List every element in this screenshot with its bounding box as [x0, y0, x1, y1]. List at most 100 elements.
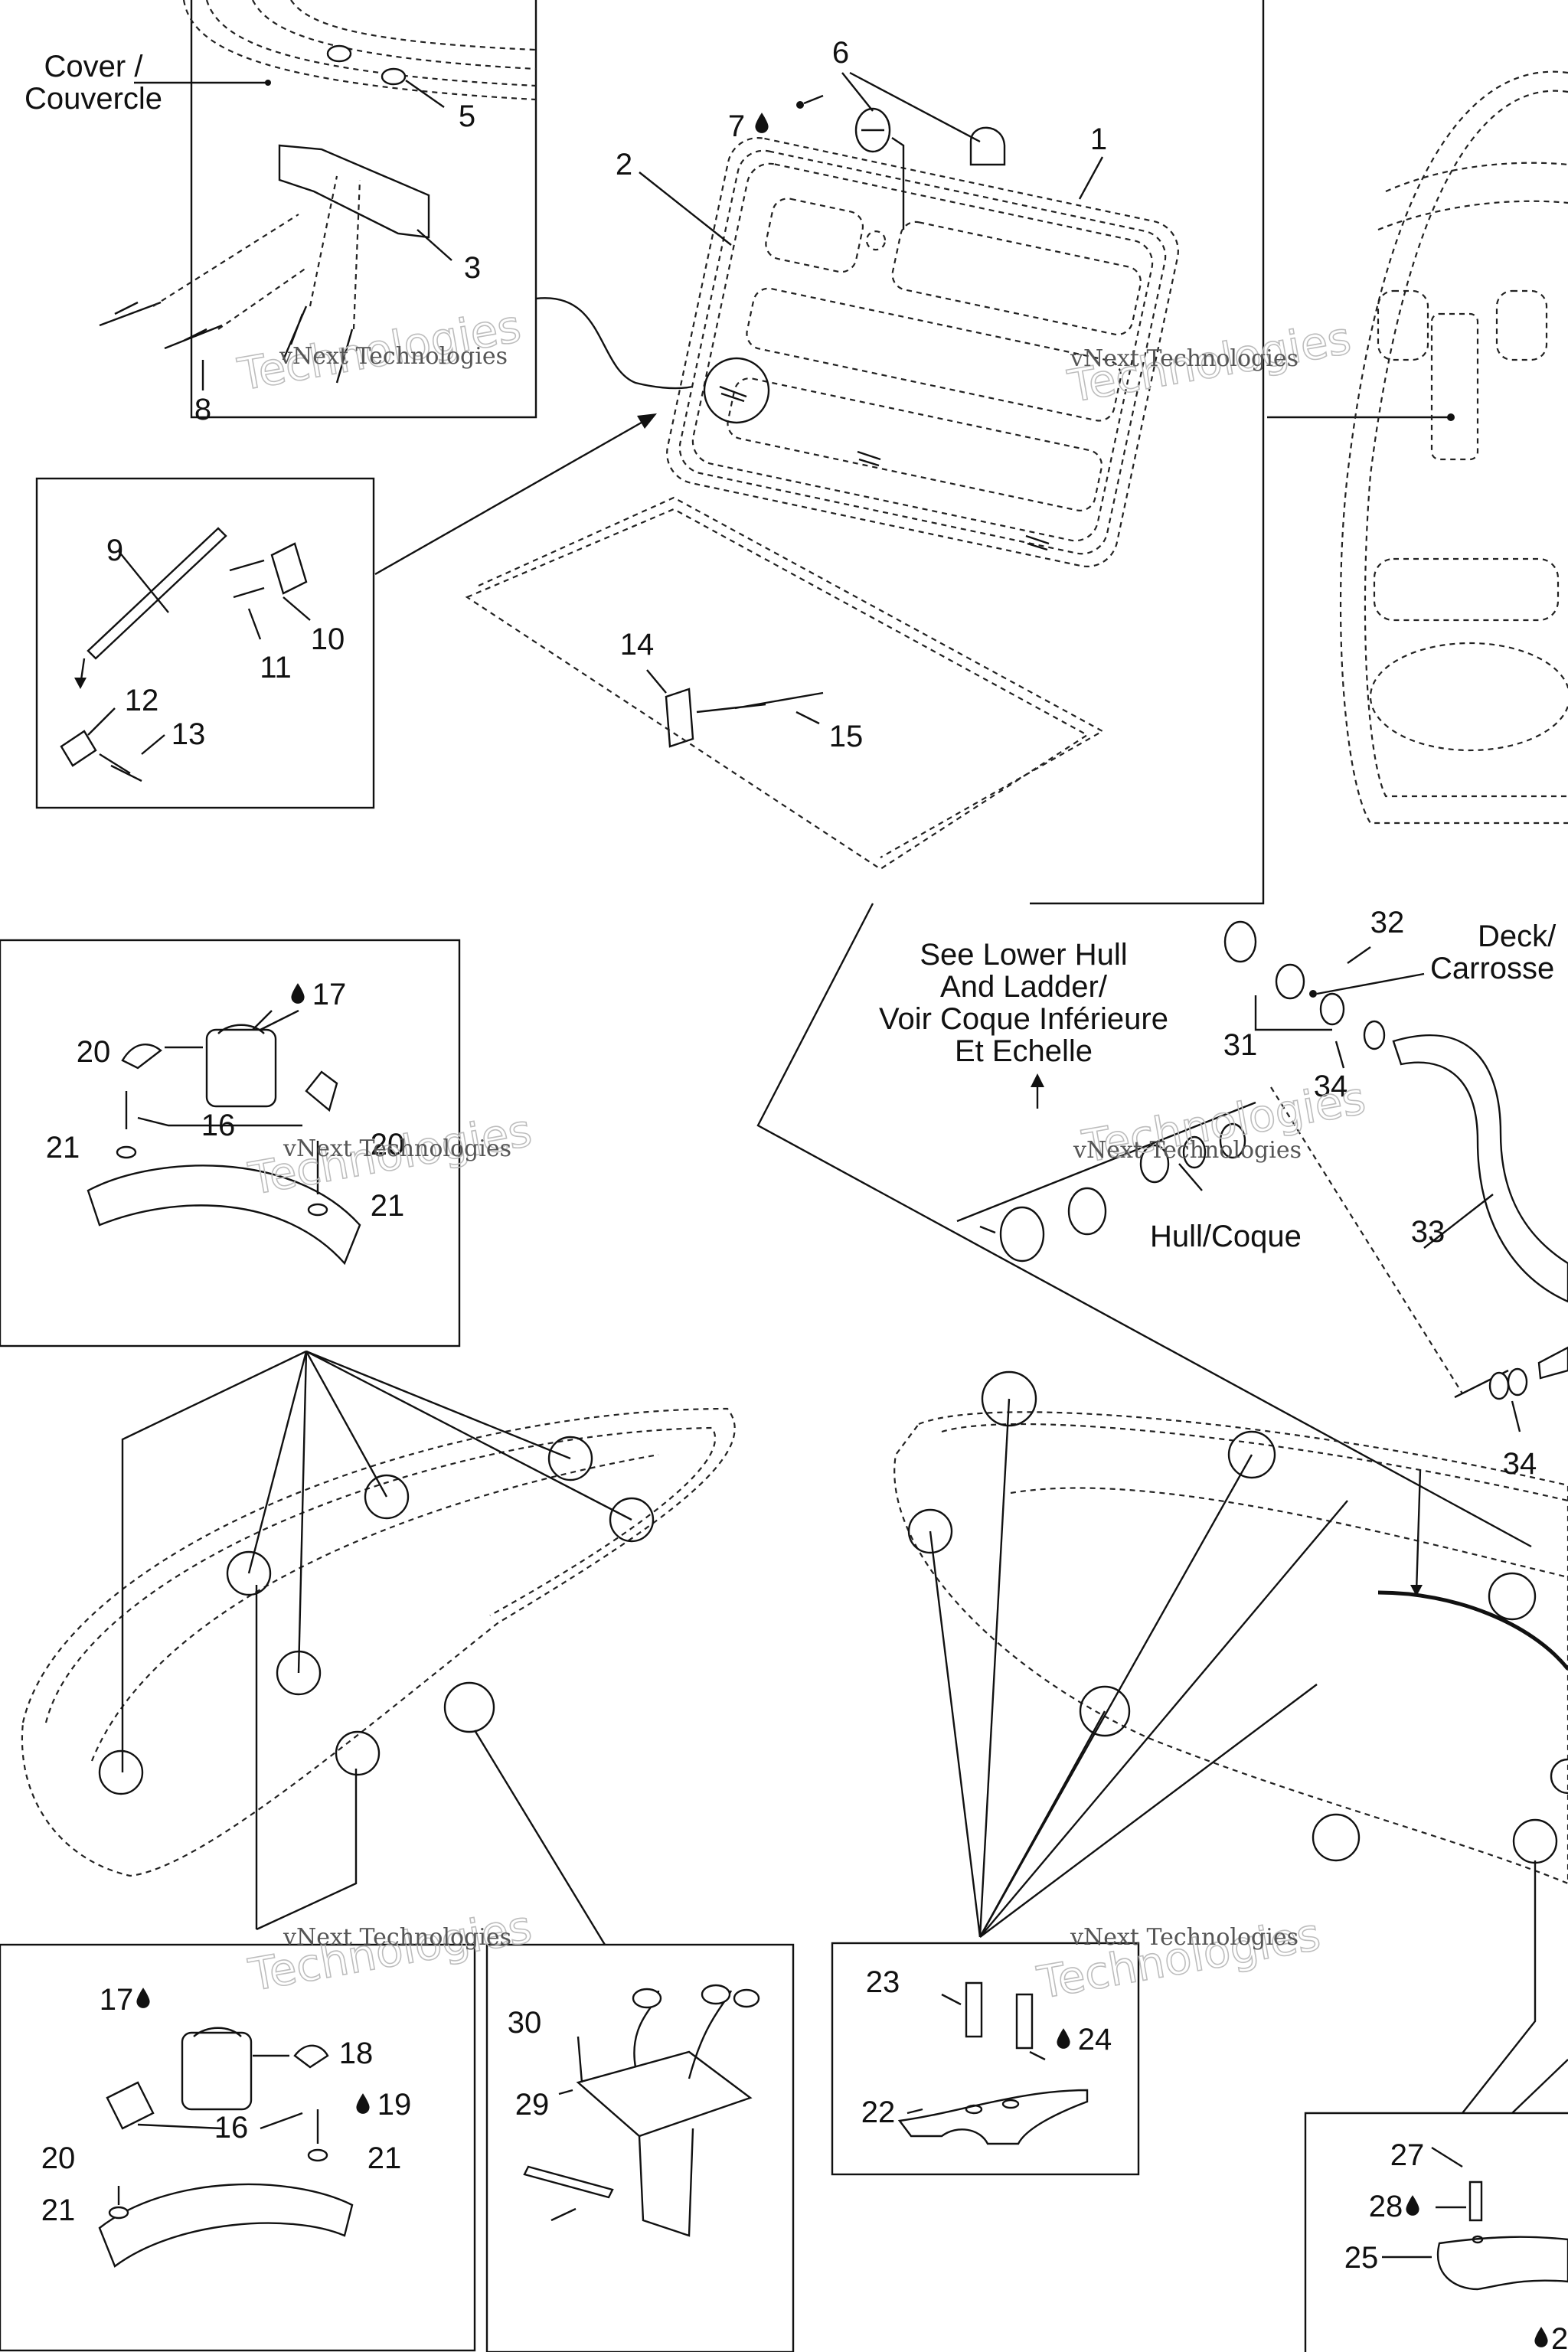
watermark-text: vNext Technologies: [1070, 345, 1298, 372]
watermark-text: vNext Technologies: [283, 1135, 511, 1162]
callout-19: 19: [377, 2088, 412, 2122]
carrosse-label: Carrosse: [1430, 952, 1554, 985]
callout-11: 11: [260, 651, 292, 684]
callout-7: 7: [728, 109, 745, 143]
watermarks: Technologies vNext Technologies Technolo…: [234, 299, 1370, 2010]
watermark-text: vNext Technologies: [1073, 1137, 1302, 1164]
liquid-drop-icon: [136, 1988, 150, 2008]
callout-29: 29: [515, 2088, 550, 2122]
callout-21: 21: [371, 1189, 405, 1223]
callout-21: 21: [368, 2141, 402, 2175]
hull-fittings: [756, 903, 1568, 1548]
washer-part: [326, 44, 352, 63]
liquid-drop-icon: [755, 113, 769, 133]
deck-label: Deck/: [1478, 920, 1557, 953]
step-plate-part: [1437, 2236, 1568, 2291]
liquid-drop-icon: [291, 983, 305, 1004]
hose-part: [1392, 1034, 1568, 1303]
callout-31: 31: [1223, 1028, 1258, 1062]
callout-33: 33: [1411, 1215, 1446, 1249]
liquid-drop-icon: [356, 2093, 370, 2114]
callout-21: 21: [41, 2194, 76, 2227]
callout-16: 16: [214, 2111, 249, 2145]
callout-10: 10: [311, 622, 345, 656]
boat-top-view: [1339, 70, 1568, 825]
callout-2-partial: 2: [1551, 2322, 1568, 2352]
gas-spring-part: [87, 527, 227, 660]
clip-part: [121, 1044, 162, 1070]
bolt-part: [965, 1981, 983, 2038]
callout-16: 16: [201, 1109, 236, 1142]
callout-13: 13: [172, 717, 206, 751]
callout-14: 14: [620, 628, 655, 662]
callout-32: 32: [1370, 906, 1405, 939]
washer-part: [381, 67, 407, 86]
callout-20: 20: [77, 1035, 111, 1069]
bracket-part: [270, 542, 308, 595]
callout-22: 22: [861, 2096, 896, 2129]
handrail-detail-lower: [0, 1943, 476, 2352]
hull-coque-label: Hull/Coque: [1150, 1220, 1302, 1253]
callout-1: 1: [1090, 122, 1107, 156]
callout-20: 20: [371, 1128, 405, 1161]
bracket-part: [205, 1028, 277, 1108]
callout-numbers: 1 2 3 5 6 7 8 9 10 11 12 13 14 15 16 17 …: [41, 36, 1568, 2352]
callout-24: 24: [1078, 2023, 1112, 2056]
gas-spring-detail: [35, 477, 375, 809]
watermark-text: vNext Technologies: [283, 1924, 511, 1951]
callout-8: 8: [194, 393, 211, 426]
bracket-part: [278, 144, 430, 239]
callout-34: 34: [1503, 1447, 1537, 1481]
handrail-part: [87, 1165, 361, 1266]
callout-15: 15: [829, 720, 864, 753]
watermark-text: vNext Technologies: [1070, 1924, 1298, 1951]
callout-34: 34: [1314, 1070, 1348, 1103]
callout-17: 17: [100, 1983, 134, 2017]
callout-6: 6: [832, 36, 849, 70]
callout-9: 9: [106, 534, 123, 567]
cleat-part: [897, 2089, 1089, 2145]
see-lower-hull-line3: Voir Coque Inférieure: [879, 1002, 1168, 1036]
callout-21: 21: [46, 1131, 80, 1165]
throttle-base-part: [576, 2050, 753, 2138]
cleat-detail: [831, 1942, 1140, 2176]
callout-17: 17: [312, 978, 347, 1011]
callout-5: 5: [459, 100, 475, 133]
callout-18: 18: [339, 2037, 374, 2070]
text-labels: Cover / Couvercle See Lower Hull And Lad…: [24, 50, 1557, 1253]
see-lower-hull-line2: And Ladder/: [940, 970, 1108, 1004]
couvercle-label: Couvercle: [24, 82, 162, 116]
callout-27: 27: [1390, 2138, 1425, 2172]
liquid-drop-icon: [1534, 2327, 1548, 2347]
cover-detail: [99, 0, 694, 419]
hull-left-view: [21, 1350, 736, 1945]
hull-right-view: [893, 1370, 1568, 2114]
fitting-part: [1223, 920, 1257, 963]
handrail-detail-upper: [0, 939, 461, 1348]
callout-28: 28: [1369, 2190, 1403, 2223]
cover-label: Cover /: [44, 50, 144, 83]
callout-20: 20: [41, 2141, 76, 2175]
callout-25: 25: [1344, 2241, 1379, 2275]
callout-12: 12: [125, 684, 159, 717]
bracket-part: [60, 730, 97, 767]
see-lower-hull-line4: Et Echelle: [955, 1034, 1093, 1068]
watermark-text: vNext Technologies: [279, 343, 508, 370]
callout-2: 2: [616, 148, 632, 181]
throttle-detail: [485, 1943, 795, 2352]
see-lower-hull-line1: See Lower Hull: [920, 938, 1127, 972]
storage-panel-assembly: [374, 0, 1455, 905]
callout-3: 3: [464, 251, 481, 285]
latch-part: [665, 688, 694, 748]
watermark-text: Technologies: [1034, 1908, 1325, 2009]
callout-30: 30: [508, 2006, 542, 2040]
latch-part: [969, 126, 1006, 166]
handrail-part: [98, 2183, 354, 2268]
callout-23: 23: [866, 1965, 900, 1999]
liquid-drop-icon: [1406, 2195, 1419, 2216]
liquid-drop-icon: [1057, 2028, 1070, 2049]
bolt-part: [1015, 1993, 1034, 2050]
step-plate-detail: [1304, 2112, 1568, 2352]
fitting-part: [999, 1206, 1045, 1263]
